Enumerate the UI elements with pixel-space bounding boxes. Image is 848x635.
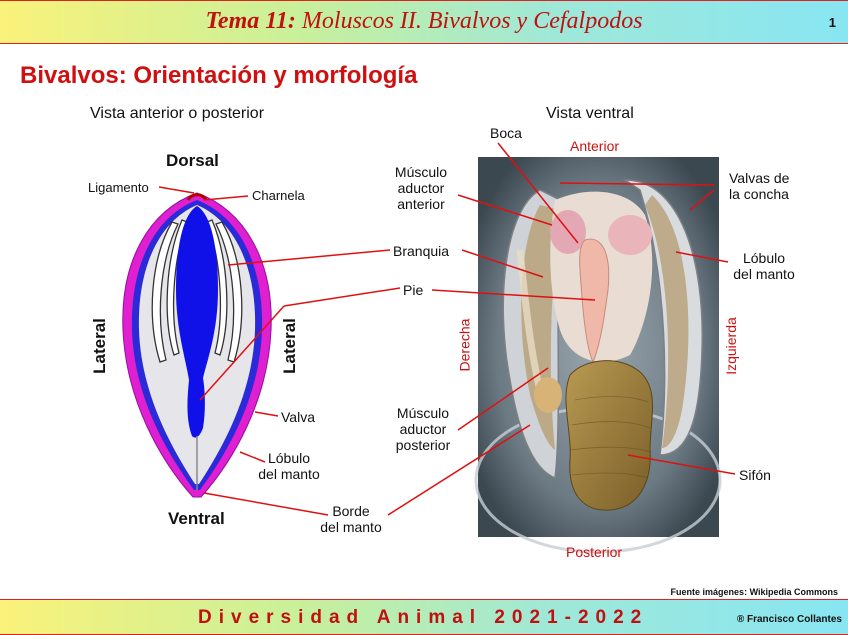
label-anterior: Anterior <box>570 138 619 154</box>
lobulo-left-line2: del manto <box>250 466 328 482</box>
label-ventral: Ventral <box>168 509 225 529</box>
label-borde: Borde del manto <box>310 503 392 535</box>
right-diagram-title: Vista ventral <box>546 105 634 123</box>
lobulo-left-line1: Lóbulo <box>250 450 328 466</box>
label-derecha: Derecha <box>456 319 472 372</box>
label-valva: Valva <box>281 409 315 425</box>
musculo-ant-line2: aductor <box>386 180 456 196</box>
label-lobulo-right: Lóbulo del manto <box>728 250 800 282</box>
label-izquierda: Izquierda <box>723 317 739 375</box>
course-name: Diversidad Animal 2021-2022 <box>198 607 648 629</box>
left-diagram-title: Vista anterior o posterior <box>90 105 264 123</box>
lobulo-right-line1: Lóbulo <box>728 250 800 266</box>
image-credit: Fuente imágenes: Wikipedia Commons <box>671 587 838 597</box>
musculo-post-line2: aductor <box>386 421 460 437</box>
posterior-adductor <box>534 377 562 413</box>
label-posterior: Posterior <box>566 544 622 560</box>
siphon <box>566 361 653 510</box>
musculo-ant-line1: Músculo <box>386 164 456 180</box>
valvas-line2: la concha <box>729 186 789 202</box>
clam-photo <box>476 157 720 552</box>
label-lateral-left: Lateral <box>90 318 110 374</box>
label-sifon: Sifón <box>739 467 771 483</box>
lobulo-right-line2: del manto <box>728 266 800 282</box>
label-pie: Pie <box>403 282 423 298</box>
author-credit: ® Francisco Collantes <box>737 614 842 625</box>
label-musculo-posterior: Músculo aductor posterior <box>386 405 460 453</box>
label-charnela: Charnela <box>252 188 305 204</box>
borde-line1: Borde <box>310 503 392 519</box>
label-ligamento: Ligamento <box>88 180 149 196</box>
musculo-post-line1: Músculo <box>386 405 460 421</box>
footer-banner: Diversidad Animal 2021-2022 ® Francisco … <box>0 599 848 635</box>
label-lobulo-left: Lóbulo del manto <box>250 450 328 482</box>
musculo-ant-line3: anterior <box>386 196 456 212</box>
label-musculo-anterior: Músculo aductor anterior <box>386 164 456 212</box>
musculo-post-line3: posterior <box>386 437 460 453</box>
label-dorsal: Dorsal <box>166 151 219 171</box>
label-lateral-right: Lateral <box>280 318 300 374</box>
label-branquia: Branquia <box>393 243 449 259</box>
label-boca: Boca <box>490 125 522 141</box>
label-valvas: Valvas de la concha <box>729 170 789 202</box>
borde-line2: del manto <box>310 519 392 535</box>
valvas-line1: Valvas de <box>729 170 789 186</box>
